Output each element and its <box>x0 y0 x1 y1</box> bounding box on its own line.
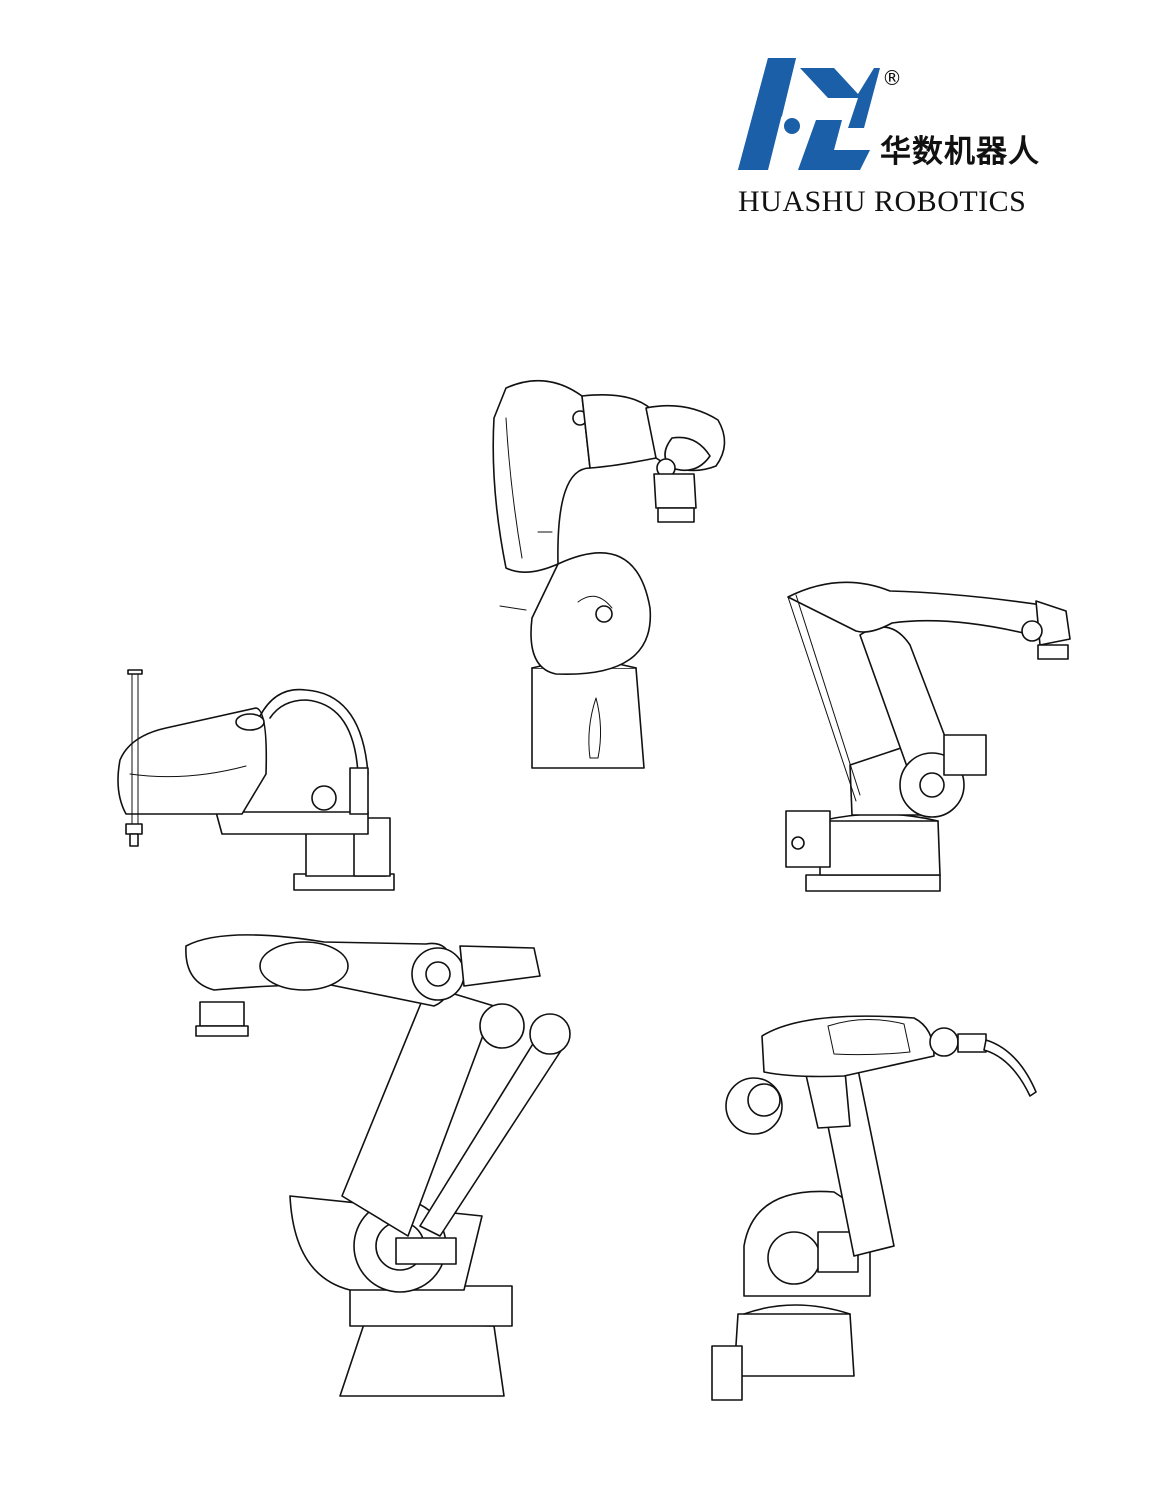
brand-english-name: HUASHU ROBOTICS <box>738 185 1027 218</box>
huashu-logo-mark-icon <box>738 58 880 170</box>
brand-chinese-name: 华数机器人 <box>880 134 1040 170</box>
palletizing-robot-drawing <box>785 581 1071 892</box>
registered-mark: ® <box>882 66 902 90</box>
welding-robot-drawing <box>711 1015 1037 1401</box>
collaborative-robot-drawing <box>492 379 726 769</box>
huashu-logo: ® 华数机器人 HUASHU ROBOTICS <box>738 52 1083 224</box>
scara-robot-drawing <box>117 669 395 891</box>
six-axis-industrial-robot-drawing <box>185 934 571 1397</box>
